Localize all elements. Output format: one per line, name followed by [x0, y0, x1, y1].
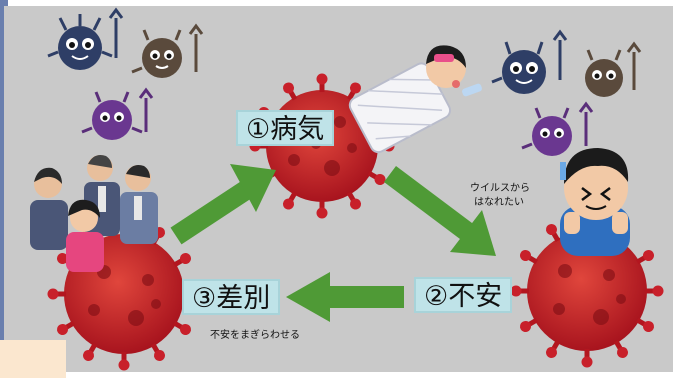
- annotation-distract: 不安をまぎらわせる: [210, 330, 300, 341]
- germ-dark-blue-icon: [47, 7, 124, 71]
- germ-brown-icon: [131, 23, 204, 78]
- slide-diagram: ①病気 ②不安 ③差別 ウイルスから はなれたい 不安をまぎらわせる: [4, 6, 673, 372]
- node-label-discrimination: ③差別: [182, 279, 281, 315]
- bottom-left-panel: [0, 340, 66, 378]
- annotation-escape-line1: ウイルスから: [470, 183, 530, 194]
- annotation-escape-line2: はなれたい: [474, 197, 524, 208]
- node-label-anxiety: ②不安: [414, 277, 513, 313]
- germ-purple-icon: [81, 87, 154, 140]
- virus-anxiety: [510, 214, 664, 368]
- illustration-canvas: [30, 7, 664, 371]
- arrow-illness-to-anxiety: [384, 166, 496, 256]
- germ-brown-right-icon: [585, 41, 642, 97]
- group-of-people-icon: [30, 155, 158, 272]
- worried-person-icon: [560, 148, 630, 256]
- arrow-discrimination-to-illness: [170, 164, 276, 245]
- arrow-anxiety-to-discrimination: [286, 272, 404, 322]
- germ-dark-blue-right-icon: [491, 29, 568, 95]
- node-label-illness: ①病気: [236, 110, 335, 146]
- germ-purple-right-icon: [521, 101, 594, 156]
- sick-person-in-bed-icon: [348, 45, 482, 154]
